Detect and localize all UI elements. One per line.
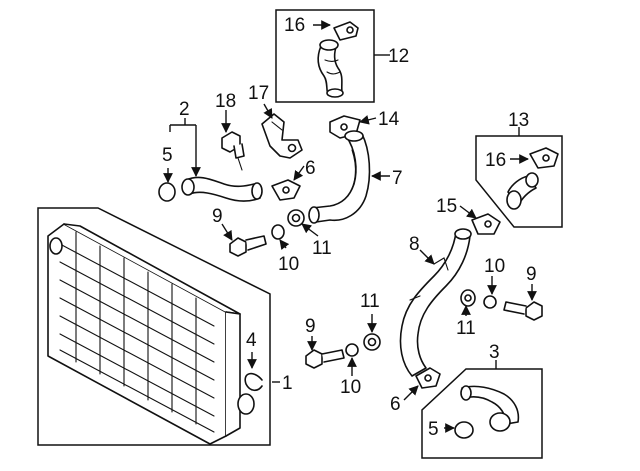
pipe-part-7 [308, 130, 371, 224]
callout-7: 7 [392, 168, 403, 189]
clamp-part-6-top [271, 179, 301, 201]
sensor-part-17 [261, 113, 303, 159]
callout-10-left: 10 [278, 254, 299, 275]
callout-5-bottom: 5 [428, 419, 439, 440]
bolt-part-9-left [229, 235, 267, 257]
callout-1: 1 [282, 373, 293, 394]
group-box-1 [37, 207, 271, 446]
grommet-part-11-right [460, 289, 476, 307]
washer-part-10-left [271, 224, 285, 240]
hose-part-2 [181, 176, 263, 202]
callout-11-right: 11 [456, 318, 476, 339]
grommet-part-11-middle [363, 333, 381, 351]
bolt-part-9-middle [305, 349, 345, 369]
callout-labels: 16 12 18 17 2 5 14 13 16 6 7 9 10 11 15 … [162, 15, 537, 440]
clamp-part-15 [471, 213, 501, 235]
clamp-part-16-right [529, 147, 559, 169]
callout-12: 12 [388, 46, 409, 67]
callout-16-top: 16 [284, 15, 305, 36]
callout-17: 17 [248, 83, 269, 104]
callout-6-top: 6 [305, 158, 316, 179]
oring-part-5-top [158, 182, 176, 202]
callout-15: 15 [436, 196, 457, 217]
callout-3: 3 [489, 342, 500, 363]
clamp-part-6-bottom [415, 367, 441, 389]
group-box-3 [421, 368, 543, 459]
pipe-part-8 [399, 228, 472, 377]
intercooler-part-1 [47, 223, 255, 445]
callout-10-right: 10 [484, 256, 505, 277]
callout-9-middle: 9 [305, 316, 316, 337]
grommet-part-11-left [287, 209, 305, 227]
callout-18: 18 [215, 91, 236, 112]
callout-4: 4 [246, 330, 257, 351]
callout-9-right: 9 [526, 264, 537, 285]
washer-part-10-right [483, 295, 497, 309]
callout-10-middle: 10 [340, 377, 361, 398]
callout-5-top: 5 [162, 145, 173, 166]
callout-2: 2 [179, 99, 190, 120]
callout-11-middle: 11 [360, 291, 380, 312]
callout-16-right: 16 [485, 150, 506, 171]
bolt-part-9-right [503, 301, 543, 321]
callout-9-left: 9 [212, 206, 223, 227]
callout-14: 14 [378, 109, 400, 130]
hose-part-13 [506, 172, 539, 210]
callout-13: 13 [508, 110, 529, 131]
hose-part-12 [317, 39, 344, 98]
oring-part-5-bottom [454, 421, 474, 439]
hose-part-3 [460, 385, 520, 432]
leader-lines [163, 20, 537, 433]
callout-8: 8 [409, 234, 420, 255]
clamp-part-16-top [333, 21, 359, 41]
callout-11-left: 11 [312, 238, 332, 259]
washer-part-10-middle [345, 343, 359, 357]
clip-ring-part-4 [244, 372, 263, 392]
group-box-12 [275, 9, 375, 103]
group-box-13 [475, 135, 563, 228]
bolt-part-18 [221, 131, 245, 171]
callout-6-bottom: 6 [390, 394, 401, 415]
intercooler-fins [59, 231, 215, 433]
